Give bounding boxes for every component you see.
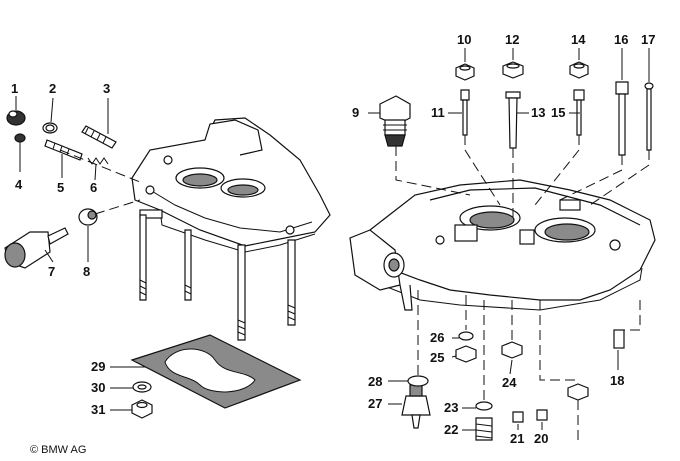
callout-4: 4 [15, 177, 23, 192]
part-27-valve [401, 384, 431, 429]
callout-22: 22 [444, 422, 458, 437]
callout-15: 15 [551, 105, 565, 120]
part-nut-19 [567, 383, 589, 401]
callout-2: 2 [49, 81, 56, 96]
part-1-cap [6, 110, 26, 126]
dash-lines-left [59, 149, 141, 215]
part-13-emulsion-tube [505, 91, 521, 149]
callout-5: 5 [57, 180, 64, 195]
callout-17: 17 [641, 32, 655, 47]
part-16-tube [615, 81, 629, 156]
callout-1: 1 [11, 81, 18, 96]
part-4-o-ring [14, 133, 26, 143]
part-21-plug [512, 411, 524, 423]
callout-29: 29 [91, 359, 105, 374]
part-12-jet-cap [502, 61, 524, 79]
callout-8: 8 [83, 264, 90, 279]
callout-23: 23 [444, 400, 458, 415]
callout-18: 18 [610, 373, 624, 388]
part-20-plug [536, 409, 548, 421]
callout-labels: 1 2 3 4 5 6 7 8 9 10 11 12 13 14 15 16 1… [11, 32, 655, 446]
part-5-idle-screw [44, 139, 83, 161]
part-26-washer [458, 331, 474, 341]
part-3-adjusting-screw [81, 125, 117, 149]
carburetor-body [349, 179, 656, 311]
part-29-gasket [130, 334, 302, 409]
part-15-jet [573, 89, 585, 136]
part-18-plug [613, 329, 625, 349]
callout-27: 27 [368, 396, 382, 411]
callout-24: 24 [502, 375, 517, 390]
callout-20: 20 [534, 431, 548, 446]
part-22-screw [475, 417, 493, 441]
callout-6: 6 [90, 180, 97, 195]
callout-13: 13 [531, 105, 545, 120]
part-30-washer [132, 381, 152, 393]
callout-21: 21 [510, 431, 524, 446]
part-6-spring [87, 157, 109, 165]
callout-30: 30 [91, 380, 105, 395]
callout-25: 25 [430, 350, 444, 365]
part-28-ring [407, 375, 429, 387]
part-11-jet [460, 89, 470, 136]
part-2-seal-ring [42, 122, 58, 134]
part-7-actuator [4, 227, 69, 269]
mounting-studs [139, 214, 296, 341]
callout-31: 31 [91, 402, 105, 417]
callout-28: 28 [368, 374, 382, 389]
copyright-notice: © BMW AG [30, 444, 87, 456]
callout-12: 12 [505, 32, 519, 47]
part-23-washer [475, 401, 493, 411]
part-9-valve [379, 95, 411, 147]
part-31-nut [131, 399, 153, 419]
callout-10: 10 [457, 32, 471, 47]
callout-9: 9 [352, 105, 359, 120]
part-14-jet-cap [569, 61, 589, 79]
callout-14: 14 [571, 32, 586, 47]
throttle-body-housing [131, 117, 331, 253]
callout-7: 7 [48, 264, 55, 279]
leader-lines-left [15, 96, 145, 411]
part-10-jet-cap [455, 63, 475, 81]
part-25-nut [455, 345, 477, 363]
part-8-sleeve [78, 208, 98, 226]
dash-lines-right [395, 135, 650, 440]
part-17-pin [644, 82, 654, 151]
callout-11: 11 [431, 105, 445, 120]
callout-3: 3 [103, 81, 110, 96]
callout-16: 16 [614, 32, 628, 47]
part-24-nut [501, 341, 523, 359]
callout-26: 26 [430, 330, 444, 345]
leader-lines-right [368, 48, 650, 431]
